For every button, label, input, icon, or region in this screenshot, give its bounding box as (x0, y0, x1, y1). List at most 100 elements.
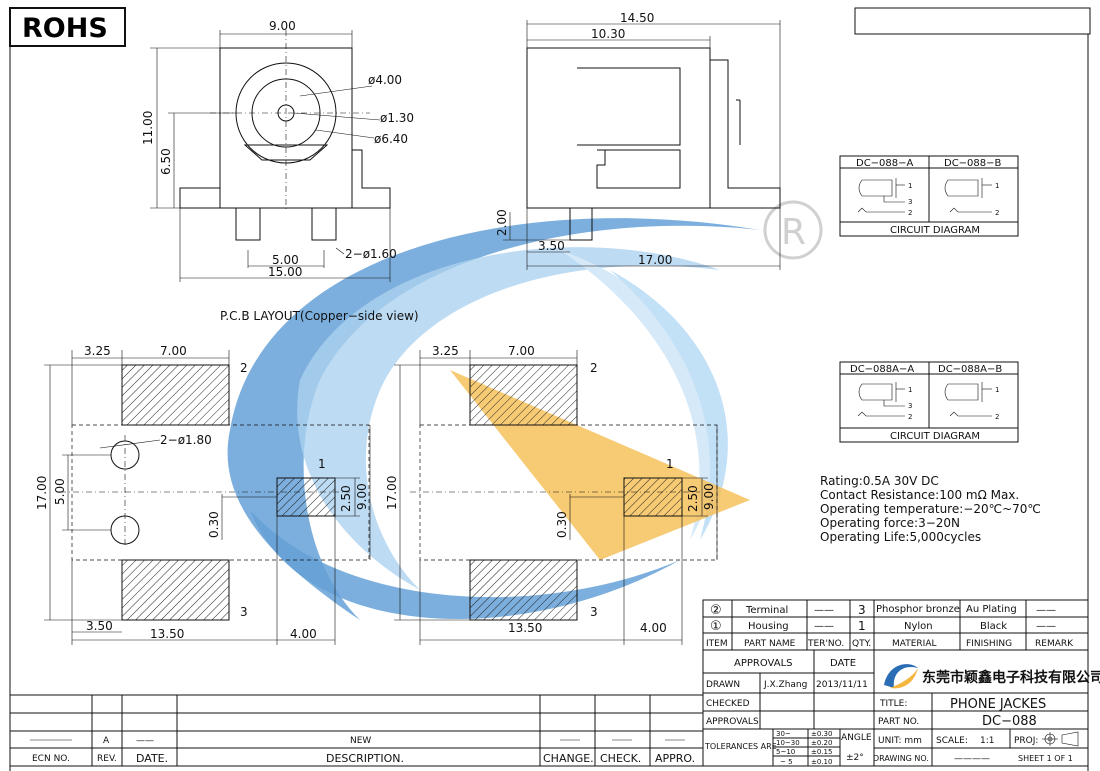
c2b-pin1: 1 (995, 386, 999, 394)
tb-checked: CHECKED (706, 699, 750, 709)
bom-h-part: PART NAME (744, 639, 796, 649)
dim-dia-1-3: ø1.30 (380, 111, 414, 125)
rohs-label: ROHS (22, 13, 108, 44)
bom-table: ② Terminal —— 3 Phosphor bronze Au Plati… (702, 599, 1089, 651)
tb-proj: PROJ: (1014, 736, 1038, 746)
bom-row1-no: ② (710, 603, 722, 618)
c2b-pin2: 2 (995, 413, 999, 421)
rev-h-ecn: ECN NO. (32, 754, 70, 764)
tb-unit: UNIT: mm (878, 736, 922, 746)
top-right-box (854, 7, 1091, 35)
dim-9: 9.00 (269, 19, 296, 33)
circuit-diagram-2: 1 3 2 1 2 DC−088A−A DC−088A−B CIRCUIT DI… (839, 361, 1019, 443)
spec-temperature: Operating temperature:−20℃~70℃ (820, 502, 1041, 516)
c2-pin2: 2 (908, 413, 912, 421)
dim-14-5: 14.50 (620, 11, 654, 25)
pad-3-label: 3 (240, 605, 248, 619)
circuit1-a-label: DC−088−A (856, 158, 914, 169)
tb-drawn-by: J.X.Zhang (763, 680, 807, 690)
spec-resistance: Contact Resistance:100 mΩ Max. (820, 488, 1019, 502)
rev-row-rev: A (103, 736, 110, 746)
tb-scale-label: SCALE: (936, 736, 968, 746)
dim-0-3-r: 0.30 (555, 511, 569, 538)
dim-4-r: 4.00 (640, 621, 667, 635)
tb-drawing-no-val: ———— (954, 754, 990, 764)
c1-pin3: 3 (908, 198, 912, 206)
dim-17-left: 17.00 (35, 476, 49, 510)
spec-force: Operating force:3−20N (820, 516, 960, 530)
bom-row2-ter: —— (814, 621, 834, 632)
dim-2-5: 2.50 (339, 485, 353, 512)
tb-tol-1-range: 30~ (776, 730, 791, 738)
bom-row1-remark: —— (1036, 605, 1056, 616)
rev-h-check: CHECK. (600, 752, 641, 765)
dim-2: 2.00 (495, 209, 509, 236)
tb-scale: 1:1 (980, 736, 994, 746)
dim-dia-4: ø4.00 (368, 73, 402, 87)
dim-13-5: 13.50 (150, 627, 184, 641)
spec-rating: Rating:0.5A 30V DC (820, 474, 939, 488)
bom-row2-no: ① (710, 619, 722, 634)
tb-approvals: APPROVALS (734, 658, 793, 669)
pcb-layout-left: 3.25 7.00 17.00 5.00 2−ø1.80 0.30 2.50 9… (35, 344, 371, 645)
circuit2-caption: CIRCUIT DIAGRAM (890, 431, 980, 442)
bom-row1-material: Phosphor bronze (876, 604, 960, 615)
circuit2-a-label: DC−088A−A (850, 364, 914, 375)
tb-drawn-date: 2013/11/11 (816, 680, 868, 690)
dim-0-3: 0.30 (207, 511, 221, 538)
rev-h-rev: REV. (97, 754, 117, 764)
c1b-pin1: 1 (995, 182, 999, 190)
dim-7: 7.00 (160, 344, 187, 358)
c1b-pin2: 2 (995, 209, 999, 217)
bom-row1-qty: 3 (858, 603, 866, 617)
bom-row1-ter: —— (814, 605, 834, 616)
front-view: 9.00 11.00 6.50 ø4.00 ø1.30 ø6.40 5.00 1… (141, 19, 414, 282)
tb-sheet: SHEET 1 OF 1 (1018, 754, 1073, 763)
bom-row1-finish: Au Plating (966, 604, 1017, 615)
dim-17: 17.00 (638, 253, 672, 267)
tb-part-label: PART NO. (878, 717, 919, 727)
tb-tolerances: TOLERANCES ARE (704, 742, 777, 751)
rev-row-desc: NEW (350, 736, 371, 746)
tb-company: 东莞市颖鑫电子科技有限公司 (922, 669, 1100, 686)
company-logo-icon (884, 664, 918, 689)
rev-h-date: DATE. (136, 752, 168, 765)
rev-h-appro: APPRO. (655, 752, 695, 765)
dim-7-r: 7.00 (508, 344, 535, 358)
rev-h-change: CHANGE. (543, 752, 594, 765)
bom-row2-part: Housing (748, 621, 789, 632)
tb-title-label: TITLE: (879, 699, 907, 709)
pcb-title: P.C.B LAYOUT(Copper−side view) (220, 309, 419, 323)
tb-tol-4-range: ~ 5 (780, 758, 793, 766)
dim-15: 15.00 (268, 265, 302, 279)
spec-list: Rating:0.5A 30V DC Contact Resistance:10… (820, 474, 1041, 544)
dim-5: 5.00 (272, 253, 299, 267)
tb-tol-2-val: ±0.20 (811, 739, 832, 747)
tb-angle: ANGLE (841, 733, 872, 743)
circuit-diagram-1: 1 3 2 1 2 DC−088−A DC−088−B CIRCUIT DIAG… (839, 155, 1019, 237)
bom-row2-finish: Black (980, 621, 1007, 632)
dim-3-5: 3.50 (538, 239, 565, 253)
bom-h-remark: REMARK (1035, 639, 1074, 649)
tb-title: PHONE JACKES (950, 697, 1046, 712)
tb-drawn: DRAWN (706, 680, 740, 690)
rev-h-desc: DESCRIPTION. (326, 752, 404, 765)
dim-dia-6-4: ø6.40 (374, 132, 408, 146)
dim-2-5-r: 2.50 (686, 485, 700, 512)
pad-2-label-r: 2 (590, 361, 598, 375)
bom-h-qty: QTY. (852, 639, 871, 649)
bom-h-finish: FINISHING (966, 639, 1012, 649)
tb-tol-2-range: 10~30 (776, 739, 800, 747)
tb-drawing-no: DRAWING NO. (873, 754, 929, 763)
pad-3-label-r: 3 (590, 605, 598, 619)
bom-row1-part: Terminal (745, 605, 788, 616)
title-block: APPROVALS DATE DRAWN J.X.Zhang 2013/11/1… (702, 649, 1100, 767)
bom-h-ter: TER'NO. (807, 639, 844, 649)
projection-symbol-icon (1042, 731, 1079, 747)
tb-date: DATE (830, 658, 856, 669)
dim-9-r: 9.00 (702, 483, 716, 510)
dim-3-5-left: 3.50 (86, 619, 113, 633)
tb-approvals2: APPROVALS (706, 717, 759, 727)
dim-11: 11.00 (141, 111, 155, 145)
